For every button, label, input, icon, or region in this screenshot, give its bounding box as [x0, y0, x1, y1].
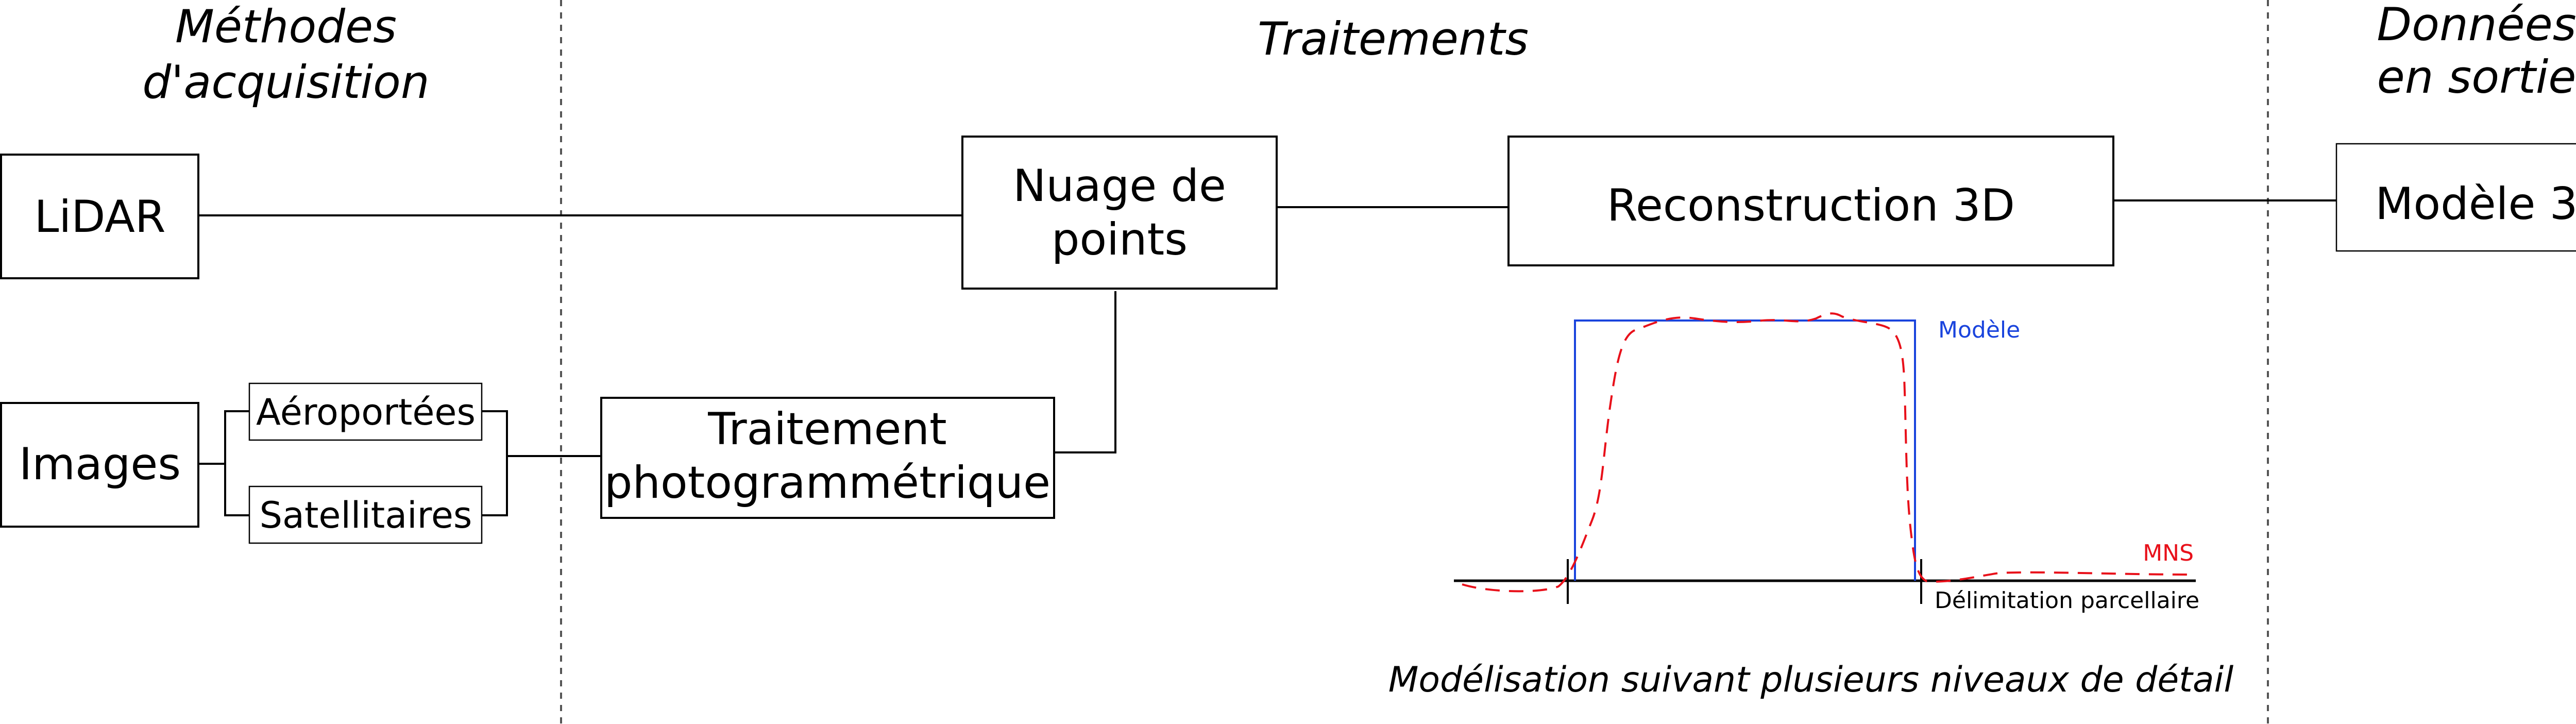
reconstruction-box	[1507, 136, 2114, 266]
connector-photogrammetrie-nuage	[1054, 291, 1116, 453]
delimitation-label: Délimitation parcellaire	[1935, 587, 2199, 614]
modele-profile-line	[1574, 319, 1916, 581]
aeroportees-label: Aéroportées	[256, 391, 476, 433]
photogrammetrie-label-line1: Traitement	[707, 403, 946, 455]
images-label: Images	[19, 439, 181, 490]
header-traitements: Traitements	[1258, 12, 1529, 65]
photogrammetrie-box	[600, 397, 1055, 519]
nuage-label-line2: points	[1052, 214, 1188, 265]
inset-caption: Modélisation suivant plusieurs niveaux d…	[1388, 660, 2234, 700]
connector-sources-bracket	[482, 410, 508, 516]
nuage-label-line1: Nuage de	[1013, 160, 1226, 212]
mns-profile-line	[1462, 312, 2196, 593]
header-acquisition-line2: d'acquisition	[142, 56, 429, 109]
lod-inset: Modèle MNS Délimitation parcellaire Modé…	[1388, 312, 2234, 700]
photogrammetrie-label-line2: photogrammétrique	[604, 457, 1050, 509]
images-box	[0, 402, 199, 528]
modele3d-label: Modèle 3D	[2375, 178, 2576, 230]
header-sortie-line2: en sortie	[2377, 50, 2576, 104]
aeroportees-box	[248, 382, 483, 441]
lidar-label: LiDAR	[34, 191, 165, 243]
satellitaires-label: Satellitaires	[260, 494, 472, 536]
legend-modele: Modèle	[1938, 317, 2020, 343]
satellitaires-box	[248, 485, 483, 544]
header-acquisition-line1: Méthodes	[175, 0, 397, 53]
legend-mns: MNS	[2143, 540, 2194, 566]
reconstruction-label: Reconstruction 3D	[1607, 180, 2015, 231]
connector-images-bracket	[224, 410, 249, 516]
nuage-box	[961, 136, 1278, 290]
modele3d-box	[2335, 143, 2576, 252]
header-sortie-line1: Données	[2377, 0, 2576, 51]
lidar-box	[0, 154, 199, 279]
